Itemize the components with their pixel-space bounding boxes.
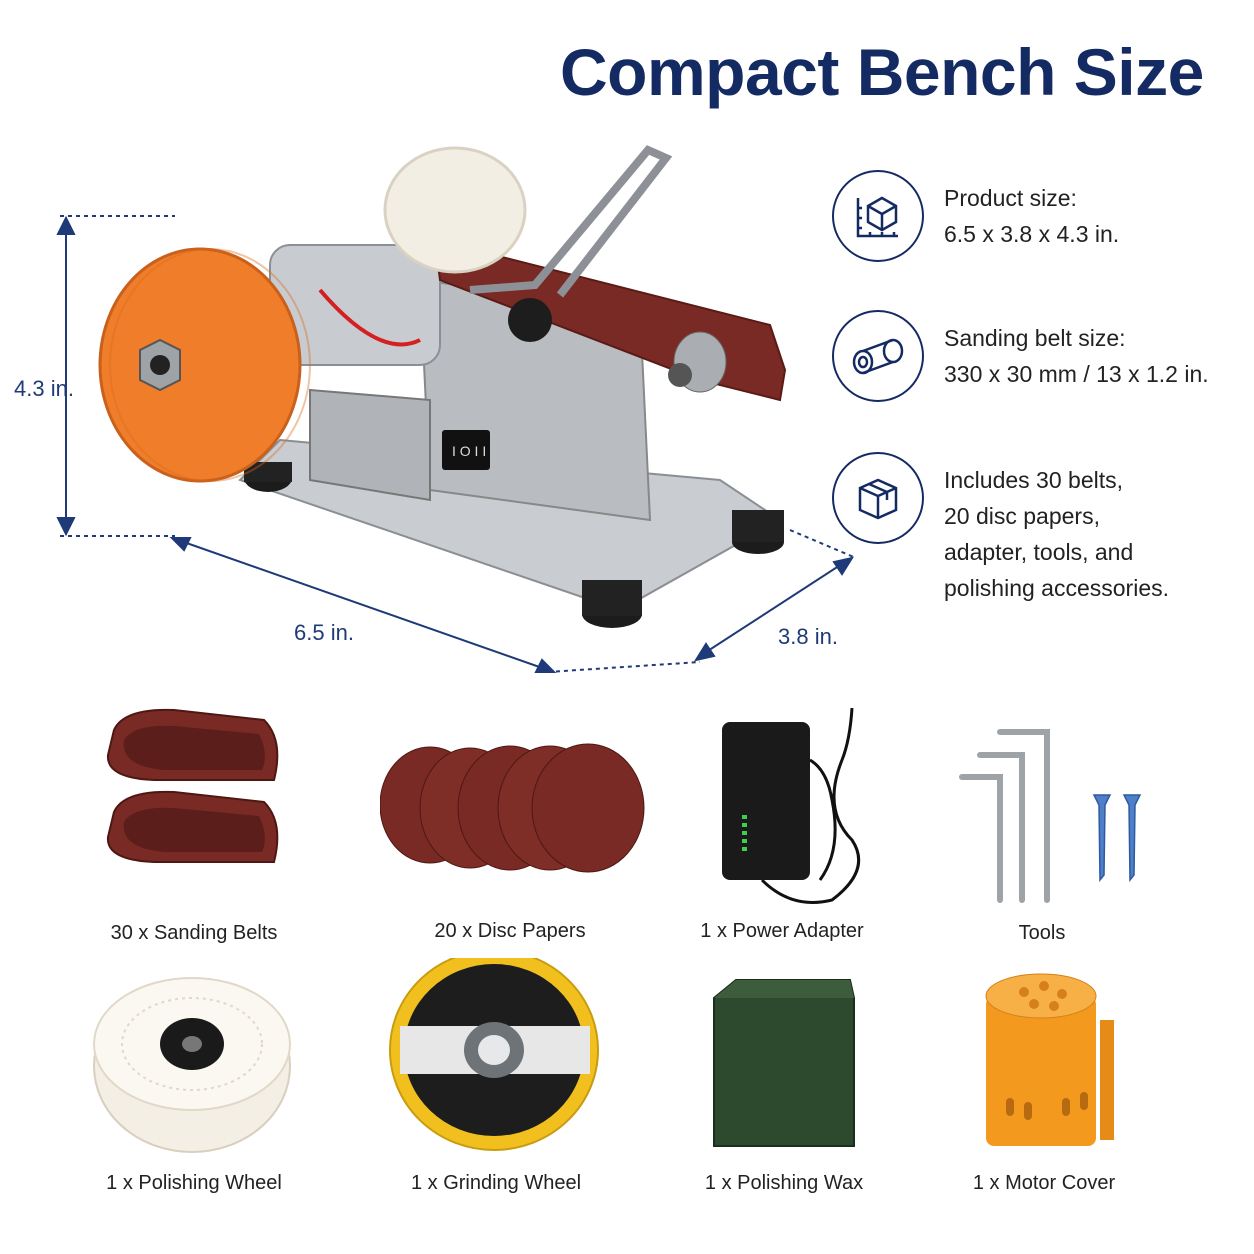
spec-line: 6.5 x 3.8 x 4.3 in. (944, 221, 1120, 247)
spec-line: 330 x 30 mm / 13 x 1.2 in. (944, 361, 1209, 387)
motor-cover-image (985, 973, 1114, 1146)
spec-product-size: Product size: 6.5 x 3.8 x 4.3 in. (832, 170, 1242, 290)
polishing-wax-image (713, 979, 855, 1147)
length-dimension-label: 6.5 in. (294, 620, 354, 645)
spec-line: Includes 30 belts, (944, 467, 1124, 493)
accessory-disc-papers: 20 x Disc Papers (380, 700, 645, 950)
accessory-grinding-wheel: 1 x Grinding Wheel (366, 958, 626, 1208)
spec-text: Includes 30 belts, 20 disc papers, adapt… (944, 462, 1169, 606)
sanding-belts-image (106, 708, 279, 863)
page-title: Compact Bench Size (560, 35, 1204, 109)
accessory-label: 20 x Disc Papers (434, 920, 586, 942)
accessory-label: 30 x Sanding Belts (110, 922, 278, 944)
accessory-label: 1 x Grinding Wheel (410, 1172, 582, 1194)
accessory-sanding-belts: 30 x Sanding Belts (64, 700, 324, 950)
spec-line: adapter, tools, and (944, 539, 1134, 565)
depth-dimension-label: 3.8 in. (778, 624, 838, 649)
spec-belt-size: Sanding belt size: 330 x 30 mm / 13 x 1.… (832, 310, 1242, 430)
accessory-label: 1 x Polishing Wheel (106, 1172, 282, 1194)
grinding-wheel-image (389, 958, 599, 1151)
accessory-polishing-wheel: 1 x Polishing Wheel (64, 958, 324, 1208)
accessory-label: Tools (1018, 922, 1066, 944)
svg-text:I O I I: I O I I (452, 443, 486, 459)
spec-includes: Includes 30 belts, 20 disc papers, adapt… (832, 452, 1242, 612)
package-icon (832, 452, 924, 544)
accessory-label: 1 x Power Adapter (700, 920, 864, 942)
tools-image (959, 729, 1142, 903)
accessory-label: 1 x Motor Cover (972, 1172, 1116, 1194)
box-measure-icon (832, 170, 924, 262)
accessory-power-adapter: 1 x Power Adapter (652, 700, 912, 950)
belt-sander-illustration: I O I I (56, 145, 857, 673)
dimension-lines (56, 215, 857, 673)
disc-papers-image (380, 743, 645, 873)
accessory-tools: Tools (912, 700, 1172, 950)
accessory-label: 1 x Polishing Wax (704, 1172, 864, 1194)
height-dimension-label: 4.3 in. (14, 376, 74, 401)
spec-line: Sanding belt size: (944, 325, 1126, 351)
spec-line: polishing accessories. (944, 575, 1170, 601)
accessory-polishing-wax: 1 x Polishing Wax (654, 958, 914, 1208)
spec-text: Product size: 6.5 x 3.8 x 4.3 in. (944, 180, 1119, 252)
polishing-wheel-image (93, 977, 291, 1153)
belt-roll-icon (832, 310, 924, 402)
power-adapter-image (722, 707, 861, 904)
spec-text: Sanding belt size: 330 x 30 mm / 13 x 1.… (944, 320, 1209, 392)
spec-line: Product size: (944, 185, 1077, 211)
accessory-motor-cover: 1 x Motor Cover (914, 958, 1174, 1208)
spec-line: 20 disc papers, (944, 503, 1100, 529)
